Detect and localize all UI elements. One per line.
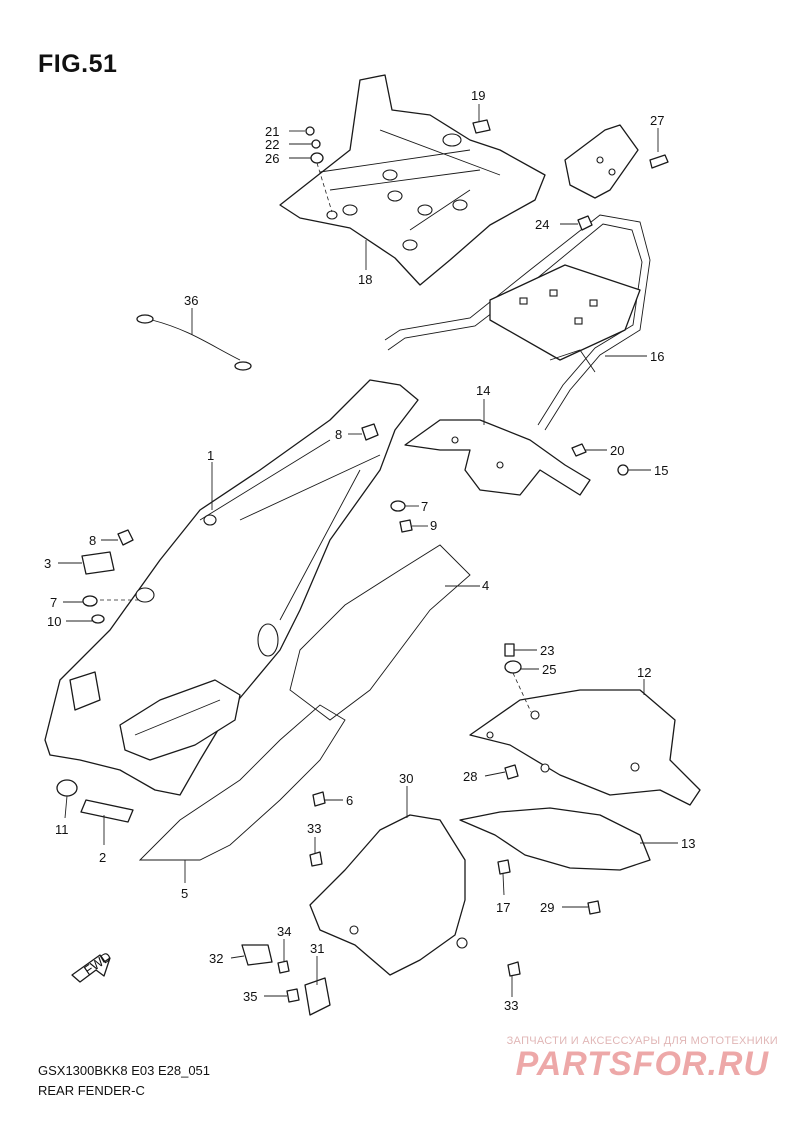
- part-32-bracket[interactable]: [241, 944, 273, 966]
- part-28-bolt[interactable]: [504, 764, 519, 780]
- figure-title: FIG.51: [38, 50, 118, 78]
- callout-22: 22: [265, 137, 279, 152]
- callout-labels: 1 2 3 4 5 6 7 7 8 8 9 10 11 12 13 14 15 …: [44, 88, 695, 1013]
- callout-27: 27: [650, 113, 664, 128]
- part-3-label[interactable]: [81, 551, 115, 575]
- callout-7a: 7: [50, 595, 57, 610]
- figure-name: REAR FENDER-C: [38, 1083, 145, 1098]
- callout-24: 24: [535, 217, 549, 232]
- part-19-clip[interactable]: [472, 119, 491, 134]
- part-9-bolt[interactable]: [399, 519, 413, 533]
- part-8a-nut[interactable]: [117, 529, 134, 546]
- part-17-bolt[interactable]: [497, 859, 511, 875]
- part-8b-nut[interactable]: [361, 423, 379, 441]
- callout-3: 3: [44, 556, 51, 571]
- callout-20: 20: [610, 443, 624, 458]
- callout-8a: 8: [89, 533, 96, 548]
- callout-9: 9: [430, 518, 437, 533]
- part-36-helmet-cable[interactable]: [136, 314, 252, 371]
- callout-33a: 33: [307, 821, 321, 836]
- callout-36: 36: [184, 293, 198, 308]
- part-29-bolt[interactable]: [587, 900, 601, 915]
- part-30-lower-cowl[interactable]: [309, 814, 468, 976]
- callout-1: 1: [207, 448, 214, 463]
- part-33b-bolt[interactable]: [507, 961, 521, 977]
- part-7b-grommet[interactable]: [390, 500, 406, 512]
- part-25-grommet[interactable]: [504, 660, 522, 674]
- callout-4: 4: [482, 578, 489, 593]
- callout-34: 34: [277, 924, 291, 939]
- callout-8b: 8: [335, 427, 342, 442]
- part-31-bracket[interactable]: [304, 977, 331, 1016]
- part-33a-bolt[interactable]: [309, 851, 323, 867]
- callout-14: 14: [476, 383, 490, 398]
- callout-33b: 33: [504, 998, 518, 1013]
- callout-31: 31: [310, 941, 324, 956]
- callout-16: 16: [650, 349, 664, 364]
- callout-12: 12: [637, 665, 651, 680]
- part-11-grommet[interactable]: [56, 779, 78, 797]
- callout-2: 2: [99, 850, 106, 865]
- callout-13: 13: [681, 836, 695, 851]
- watermark-tagline: ЗАПЧАСТИ И АКСЕССУАРЫ ДЛЯ МОТОТЕХНИКИ: [506, 1035, 778, 1047]
- callout-26: 26: [265, 151, 279, 166]
- callout-23: 23: [540, 643, 554, 658]
- callout-28: 28: [463, 769, 477, 784]
- fwd-direction-arrow: FWD: [71, 949, 114, 983]
- part-35-bolt[interactable]: [286, 988, 300, 1003]
- part-14-license-bracket[interactable]: [404, 419, 591, 496]
- part-7a-grommet[interactable]: [82, 595, 98, 607]
- callout-5: 5: [181, 886, 188, 901]
- callout-32: 32: [209, 951, 223, 966]
- part-10-nut[interactable]: [91, 614, 105, 624]
- part-27-bracket[interactable]: [564, 124, 669, 199]
- part-21-screw[interactable]: [305, 126, 315, 136]
- fwd-tag: FWD: [81, 949, 114, 978]
- callout-35: 35: [243, 989, 257, 1004]
- part-20-bolt[interactable]: [571, 443, 587, 457]
- callout-10: 10: [47, 614, 61, 629]
- part-22-washer[interactable]: [311, 139, 321, 149]
- callout-15: 15: [654, 463, 668, 478]
- callout-17: 17: [496, 900, 510, 915]
- part-4-liner[interactable]: [289, 544, 471, 721]
- callout-25: 25: [542, 662, 556, 677]
- part-34-bolt[interactable]: [277, 960, 290, 974]
- watermark-logo: PARTSFOR.RU: [515, 1045, 770, 1083]
- callout-30: 30: [399, 771, 413, 786]
- part-15-nut[interactable]: [617, 464, 629, 476]
- callout-19: 19: [471, 88, 485, 103]
- callout-7b: 7: [421, 499, 428, 514]
- part-16-rear-frame[interactable]: [384, 214, 651, 431]
- callout-18: 18: [358, 272, 372, 287]
- part-2-label[interactable]: [80, 799, 134, 823]
- part-12-tail-cover[interactable]: [469, 689, 701, 806]
- callout-6: 6: [346, 793, 353, 808]
- callout-29: 29: [540, 900, 554, 915]
- part-13-lower-cover[interactable]: [459, 807, 651, 871]
- part-23-collar[interactable]: [504, 643, 515, 657]
- callout-11: 11: [55, 822, 69, 837]
- leader-lines: [58, 104, 678, 997]
- part-18-seat-tray[interactable]: [279, 74, 546, 286]
- part-26-grommet[interactable]: [310, 152, 324, 164]
- part-24-nut[interactable]: [577, 215, 593, 231]
- part-1-rear-fender[interactable]: [44, 379, 419, 796]
- part-6-bolt[interactable]: [312, 791, 326, 807]
- part-5-liner[interactable]: [138, 704, 346, 861]
- model-code: GSX1300BKK8 E03 E28_051: [38, 1063, 211, 1078]
- watermark: ЗАПЧАСТИ И АКСЕССУАРЫ ДЛЯ МОТОТЕХНИКИ PA…: [507, 1035, 778, 1084]
- callout-21: 21: [265, 124, 279, 139]
